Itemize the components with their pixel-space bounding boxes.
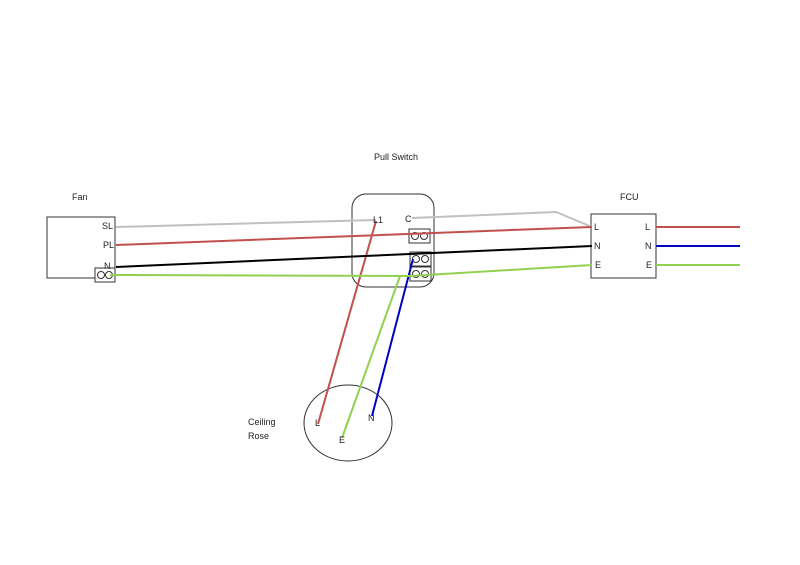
fan-connector-terminal <box>97 271 105 279</box>
wire-earth <box>109 264 593 278</box>
wire-switched-live <box>115 219 377 228</box>
wire-earth-to-rose <box>341 275 401 439</box>
rose-terminal-e: E <box>339 435 346 445</box>
fan-terminal-sl: SL <box>102 221 114 231</box>
rose-terminal-l: L <box>315 418 321 428</box>
fcu-load-e: E <box>595 260 602 270</box>
ceiling-rose-title-line2: Rose <box>248 431 270 441</box>
rose-terminal-n: N <box>368 413 375 423</box>
switch-terminal-l1: L1 <box>373 215 384 225</box>
fan-title: Fan <box>72 192 88 202</box>
wire-live-fan-to-fcu <box>115 226 593 246</box>
fcu-load-l: L <box>594 222 600 232</box>
fan-terminal-n: N <box>104 261 111 271</box>
connector-terminal <box>412 255 420 263</box>
wire-switch-c-to-fcu <box>411 210 593 228</box>
ceiling-rose-circle <box>303 384 393 462</box>
fcu-load-n: N <box>594 241 601 251</box>
pull-switch-title: Pull Switch <box>374 152 419 162</box>
connector-terminal <box>421 255 429 263</box>
ceiling-rose-title-line1: Ceiling <box>248 417 276 427</box>
fan-terminal-pl: PL <box>103 240 115 250</box>
fcu-supply-e: E <box>646 260 653 270</box>
switch-terminal-c: C <box>405 214 412 224</box>
wire-neutral <box>115 245 593 268</box>
fcu-title: FCU <box>620 192 639 202</box>
fcu-supply-l: L <box>645 222 651 232</box>
fcu-supply-n: N <box>645 241 652 251</box>
wire-neutral-to-rose <box>371 258 414 417</box>
wire-live-to-rose <box>317 220 377 425</box>
